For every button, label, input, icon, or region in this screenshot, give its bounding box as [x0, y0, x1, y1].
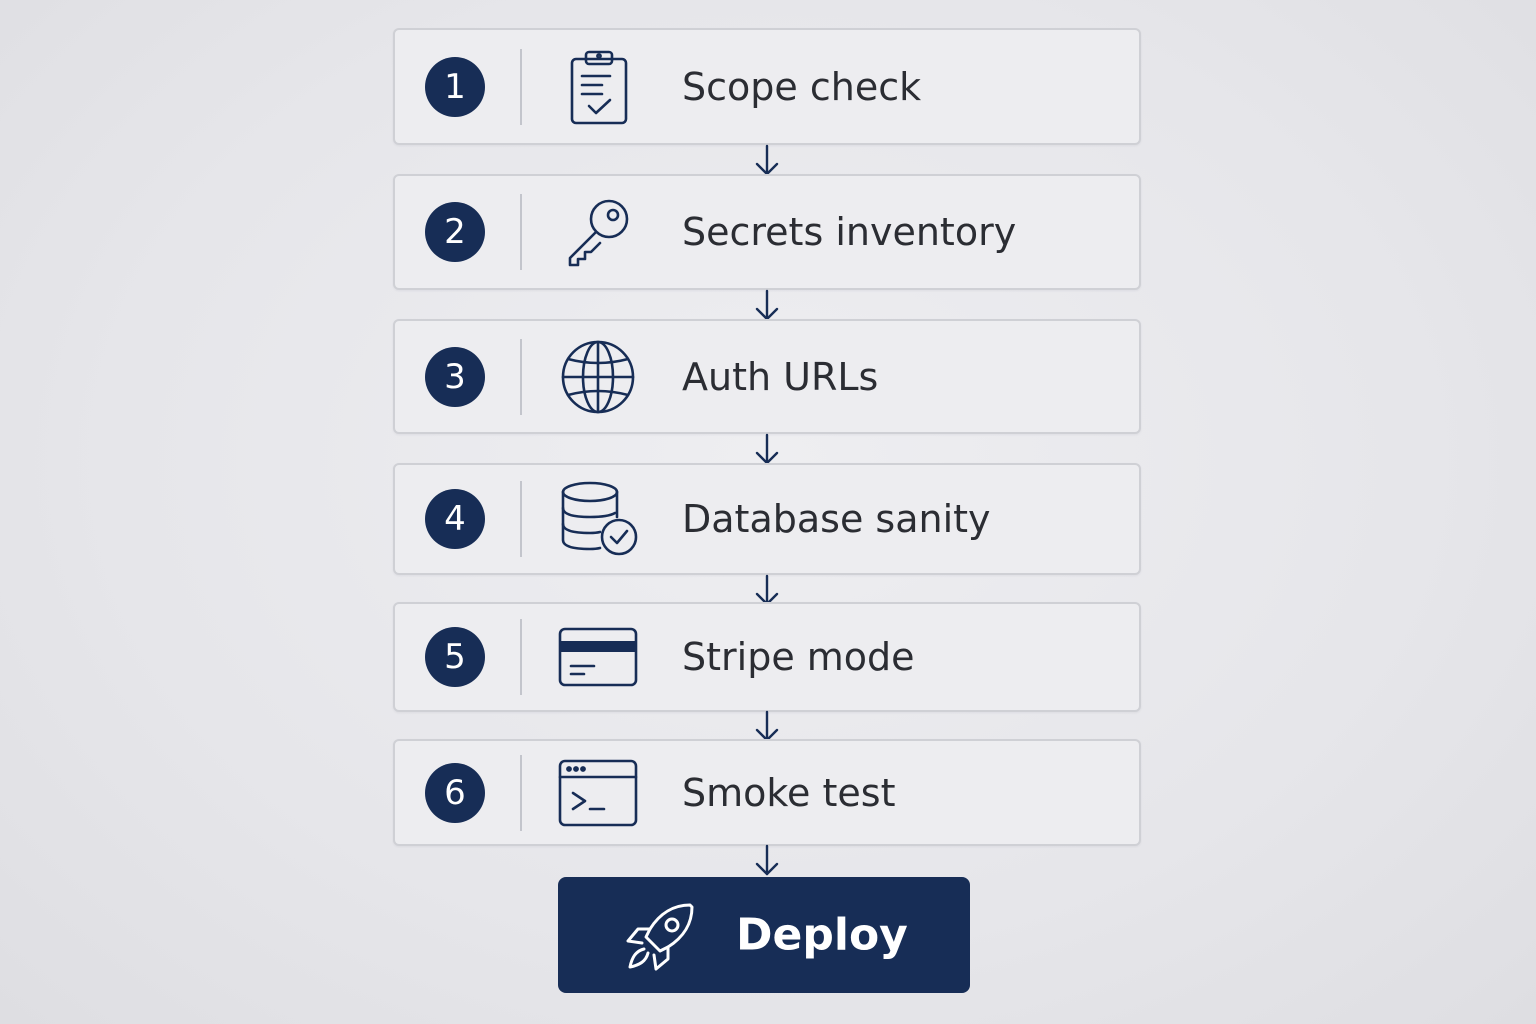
- step-number-badge: 3: [425, 346, 485, 407]
- database-check-icon: [558, 479, 638, 559]
- step-label: Secrets inventory: [682, 210, 1017, 254]
- step-secrets-inventory: 2 Secrets inventory: [393, 174, 1141, 290]
- step-divider: [520, 338, 522, 415]
- step-divider: [520, 481, 522, 557]
- step-number-badge: 5: [425, 627, 485, 687]
- terminal-icon: [558, 753, 638, 833]
- deploy-label: Deploy: [736, 909, 908, 961]
- step-label: Scope check: [682, 64, 922, 109]
- down-arrow-icon: [752, 144, 782, 178]
- step-smoke-test: 6 Smoke test: [393, 739, 1141, 846]
- step-label: Stripe mode: [682, 635, 915, 679]
- step-divider: [520, 48, 522, 125]
- step-number-badge: 2: [425, 202, 485, 262]
- credit-card-icon: [558, 617, 638, 697]
- down-arrow-icon: [752, 433, 782, 467]
- step-stripe-mode: 5 Stripe mode: [393, 602, 1141, 712]
- step-divider: [520, 619, 522, 695]
- rocket-icon: [622, 899, 698, 975]
- step-divider: [520, 194, 522, 270]
- step-scope-check: 1 Scope check: [393, 28, 1141, 145]
- key-icon: [558, 192, 638, 272]
- clipboard-check-icon: [558, 47, 638, 127]
- step-divider: [520, 754, 522, 831]
- step-number-badge: 1: [425, 56, 485, 117]
- step-number-badge: 6: [425, 762, 485, 823]
- step-label: Database sanity: [682, 497, 991, 541]
- step-label: Auth URLs: [682, 354, 879, 399]
- deploy-button[interactable]: Deploy: [558, 877, 970, 993]
- step-database-sanity: 4 Database sanity: [393, 463, 1141, 575]
- down-arrow-icon: [752, 844, 782, 878]
- step-auth-urls: 3 Auth URLs: [393, 319, 1141, 434]
- down-arrow-icon: [752, 289, 782, 323]
- step-label: Smoke test: [682, 770, 896, 815]
- globe-icon: [558, 337, 638, 417]
- step-number-badge: 4: [425, 489, 485, 549]
